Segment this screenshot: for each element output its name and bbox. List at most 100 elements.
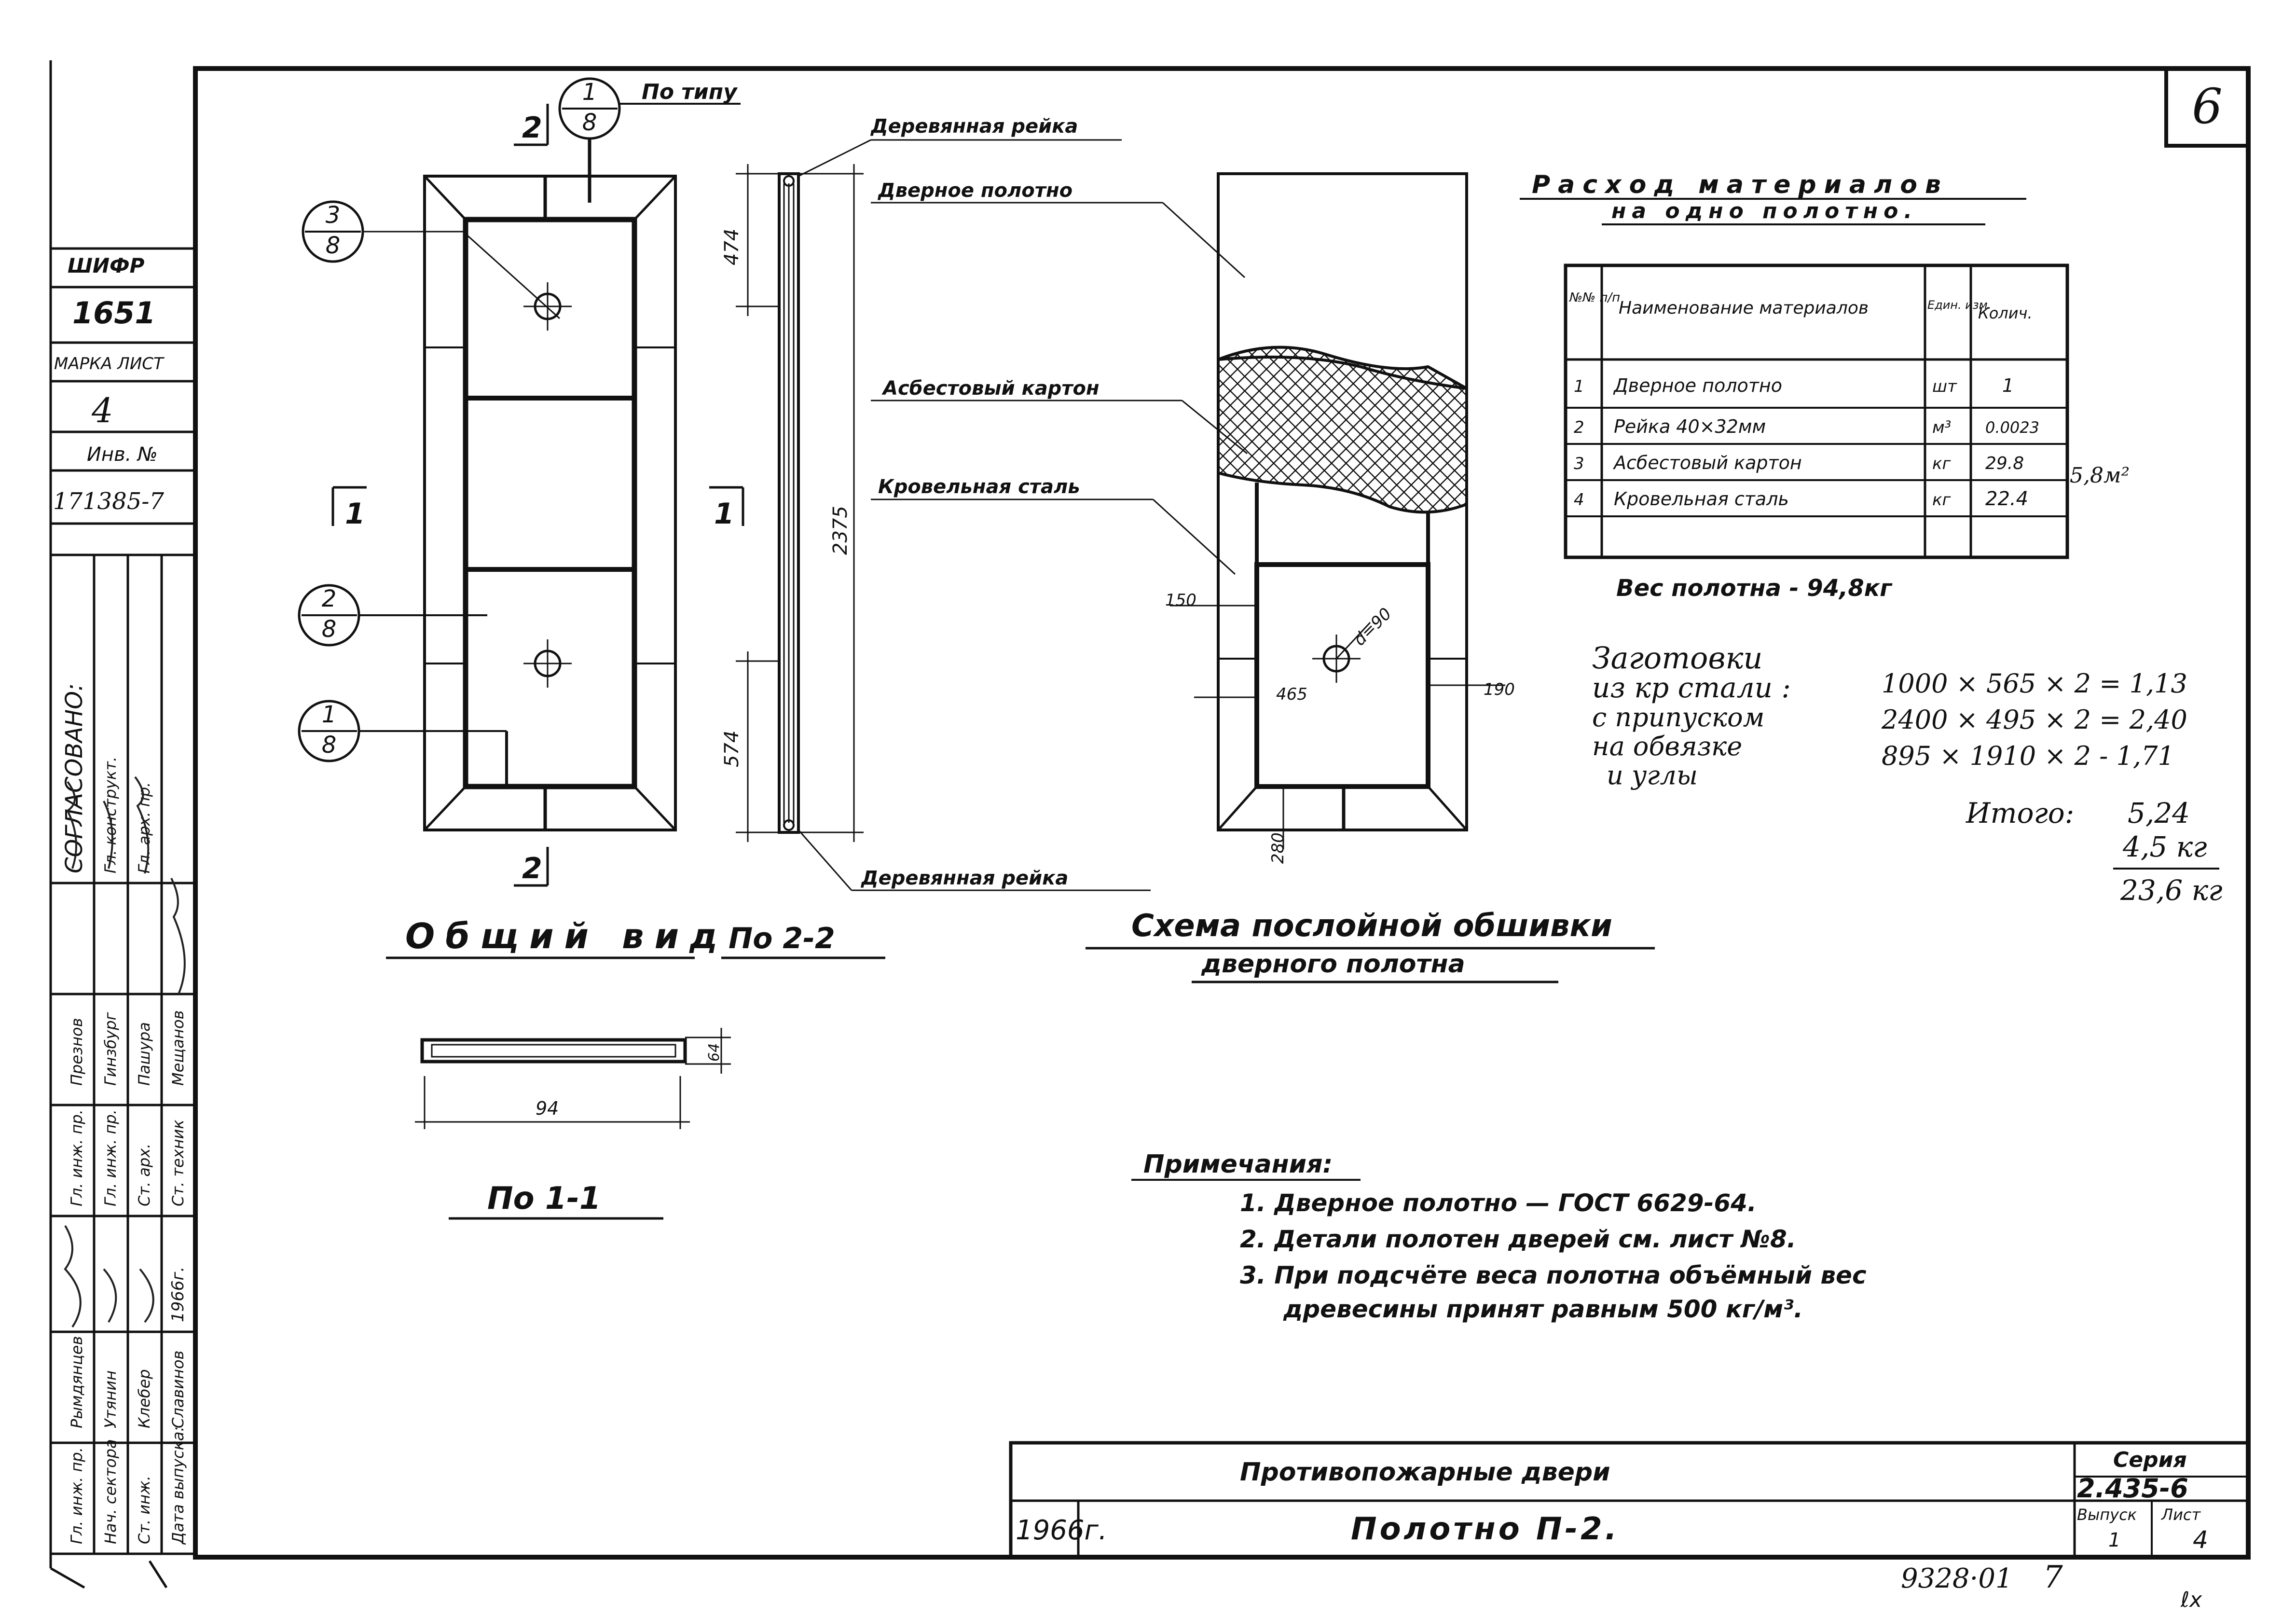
svg-text:3: 3 <box>326 202 341 229</box>
dim-thick: 64 <box>706 1043 723 1062</box>
stamp-role-6: Нач. сектора <box>101 1439 120 1544</box>
tb-project: Противопожарные двери <box>1240 1458 1610 1487</box>
soglasovano-label: СОГЛАСОВАНО: <box>61 683 88 873</box>
dim-465: 465 <box>1276 685 1307 704</box>
svg-text:8: 8 <box>582 109 597 136</box>
tb-issue-value: 1 <box>2108 1529 2120 1551</box>
svg-text:Итого:: Итого: <box>1966 797 2074 829</box>
svg-text:2: 2 <box>1574 418 1584 437</box>
section-mark-2-top: 2 <box>522 111 542 145</box>
materials-row-4: 4 Кровельная сталь кг 22.4 <box>1574 488 2028 510</box>
dim-190: 190 <box>1484 680 1515 699</box>
label-asbestos: Асбестовый картон <box>881 377 1100 400</box>
remark-3: 3. При подсчёте веса полотна объёмный ве… <box>1240 1261 1867 1289</box>
materials-title-1: Расход материалов <box>1532 170 1949 199</box>
dim-280: 280 <box>1268 832 1288 864</box>
layer-scheme <box>1170 172 1505 849</box>
svg-text:22.4: 22.4 <box>1985 488 2028 510</box>
svg-text:1: 1 <box>1574 377 1584 396</box>
section-1-1 <box>415 1028 731 1129</box>
svg-text:кг: кг <box>1932 454 1952 473</box>
shifr-label: ШИФР <box>68 254 145 277</box>
svg-text:Дверное полотно: Дверное полотно <box>1613 375 1782 396</box>
stamp-row1-b: Гл. арх. пр. <box>135 782 153 873</box>
section-mark-1-right: 1 <box>714 497 734 531</box>
svg-text:8: 8 <box>326 232 341 259</box>
remark-1: 1. Дверное полотно — ГОСТ 6629-64. <box>1240 1189 1757 1217</box>
svg-text:8: 8 <box>322 732 337 759</box>
materials-table <box>1564 263 2069 559</box>
mat-col-unit: Един. изм. <box>1927 298 1991 312</box>
corner-mark: ℓx <box>2180 1588 2202 1612</box>
title-block <box>1009 1441 2250 1559</box>
materials-row-1: 1 Дверное полотно шт 1 <box>1574 375 2014 396</box>
sheet-number: 6 <box>2192 78 2223 135</box>
handwritten-notes: Заготовки из кр стали : с припуском на о… <box>1592 640 2223 907</box>
section-11-title: По 1-1 <box>487 1181 601 1216</box>
svg-text:Рейка 40×32мм: Рейка 40×32мм <box>1614 416 1766 437</box>
svg-text:1: 1 <box>322 701 337 728</box>
svg-text:шт: шт <box>1932 377 1957 396</box>
callout-b: 2 8 <box>298 584 487 647</box>
stamp-role-3: Ст. арх. <box>135 1144 153 1206</box>
mat-col-name: Наименование материалов <box>1619 298 1869 318</box>
bottom-code: 9328·01 <box>1901 1563 2013 1594</box>
section-mark-1-left: 1 <box>345 497 365 531</box>
section-2-2 <box>736 164 864 842</box>
stamp-name-1: Презнов <box>68 1018 86 1086</box>
mat-col-no: №№ п/п <box>1568 290 1620 305</box>
dim-150: 150 <box>1165 591 1196 610</box>
svg-text:на обвязке: на обвязке <box>1592 731 1742 761</box>
svg-text:с припуском: с припуском <box>1592 702 1764 732</box>
remarks-title: Примечания: <box>1143 1150 1333 1179</box>
label-leaders <box>797 139 1248 891</box>
svg-text:23,6 кг: 23,6 кг <box>2120 874 2223 907</box>
stamp-name-2: Гинзбург <box>101 1012 120 1086</box>
marka-value: 4 <box>91 391 113 430</box>
svg-text:м³: м³ <box>1932 418 1951 437</box>
label-wood-strip-top: Деревянная рейка <box>870 115 1078 138</box>
signatures <box>64 776 186 1328</box>
bottom-code-2: 7 <box>2043 1560 2063 1595</box>
stamp-role-5: Гл. инж. пр. <box>68 1447 86 1544</box>
label-door-leaf: Дверное полотно <box>877 180 1072 202</box>
tb-sheet-value: 4 <box>2193 1526 2208 1554</box>
svg-text:Заготовки: Заготовки <box>1592 640 1762 676</box>
dim-width: 94 <box>536 1098 559 1119</box>
svg-text:0.0023: 0.0023 <box>1985 418 2039 437</box>
section-mark-2-bottom: 2 <box>522 852 542 885</box>
stamp-role-8: Дата выпуска: <box>169 1426 187 1545</box>
materials-side-note: 5,8м² <box>2070 463 2130 488</box>
svg-text:1000 × 565 × 2 = 1,13: 1000 × 565 × 2 = 1,13 <box>1882 668 2187 699</box>
remark-3-cont: древесины принят равным 500 кг/м³. <box>1283 1295 1803 1323</box>
mat-col-qty: Колич. <box>1978 304 2033 322</box>
svg-text:2400 × 495 × 2 = 2,40: 2400 × 495 × 2 = 2,40 <box>1881 705 2187 735</box>
tb-sheet-label: Лист <box>2161 1506 2201 1524</box>
side-stamp: ШИФР 1651 МАРКА ЛИСТ 4 Инв. № 171385-7 С… <box>51 247 195 1555</box>
materials-row-3: 3 Асбестовый картон кг 29.8 <box>1574 452 2024 473</box>
svg-text:2: 2 <box>322 585 337 612</box>
svg-text:Кровельная сталь: Кровельная сталь <box>1614 488 1789 510</box>
tb-year: 1966г. <box>1016 1515 1107 1546</box>
callout-c: 1 8 <box>298 700 508 784</box>
stamp-name-6: Утянин <box>101 1370 120 1428</box>
stamp-name-4: Мещанов <box>169 1010 187 1086</box>
svg-text:5,24: 5,24 <box>2128 797 2190 829</box>
callout-a: 3 8 <box>302 200 561 319</box>
stamp-name-5: Рымдянцев <box>68 1336 86 1428</box>
svg-text:из кр стали :: из кр стали : <box>1592 671 1791 704</box>
materials-row-2: 2 Рейка 40×32мм м³ 0.0023 <box>1574 416 2039 437</box>
tb-series-label: Серия <box>2113 1448 2187 1472</box>
stamp-date: 1966г. <box>168 1267 188 1322</box>
dim-474: 474 <box>721 229 743 265</box>
scheme-title-1: Схема послойной обшивки <box>1131 908 1612 944</box>
inv-value: 171385-7 <box>53 488 164 515</box>
scheme-title-2: дверного полотна <box>1201 950 1465 979</box>
marka-label: МАРКА ЛИСТ <box>54 354 165 373</box>
label-roofing-steel: Кровельная сталь <box>878 476 1080 498</box>
label-wood-strip-bottom: Деревянная рейка <box>860 867 1068 889</box>
stamp-name-8: Славинов <box>169 1351 187 1428</box>
general-view <box>331 104 744 887</box>
